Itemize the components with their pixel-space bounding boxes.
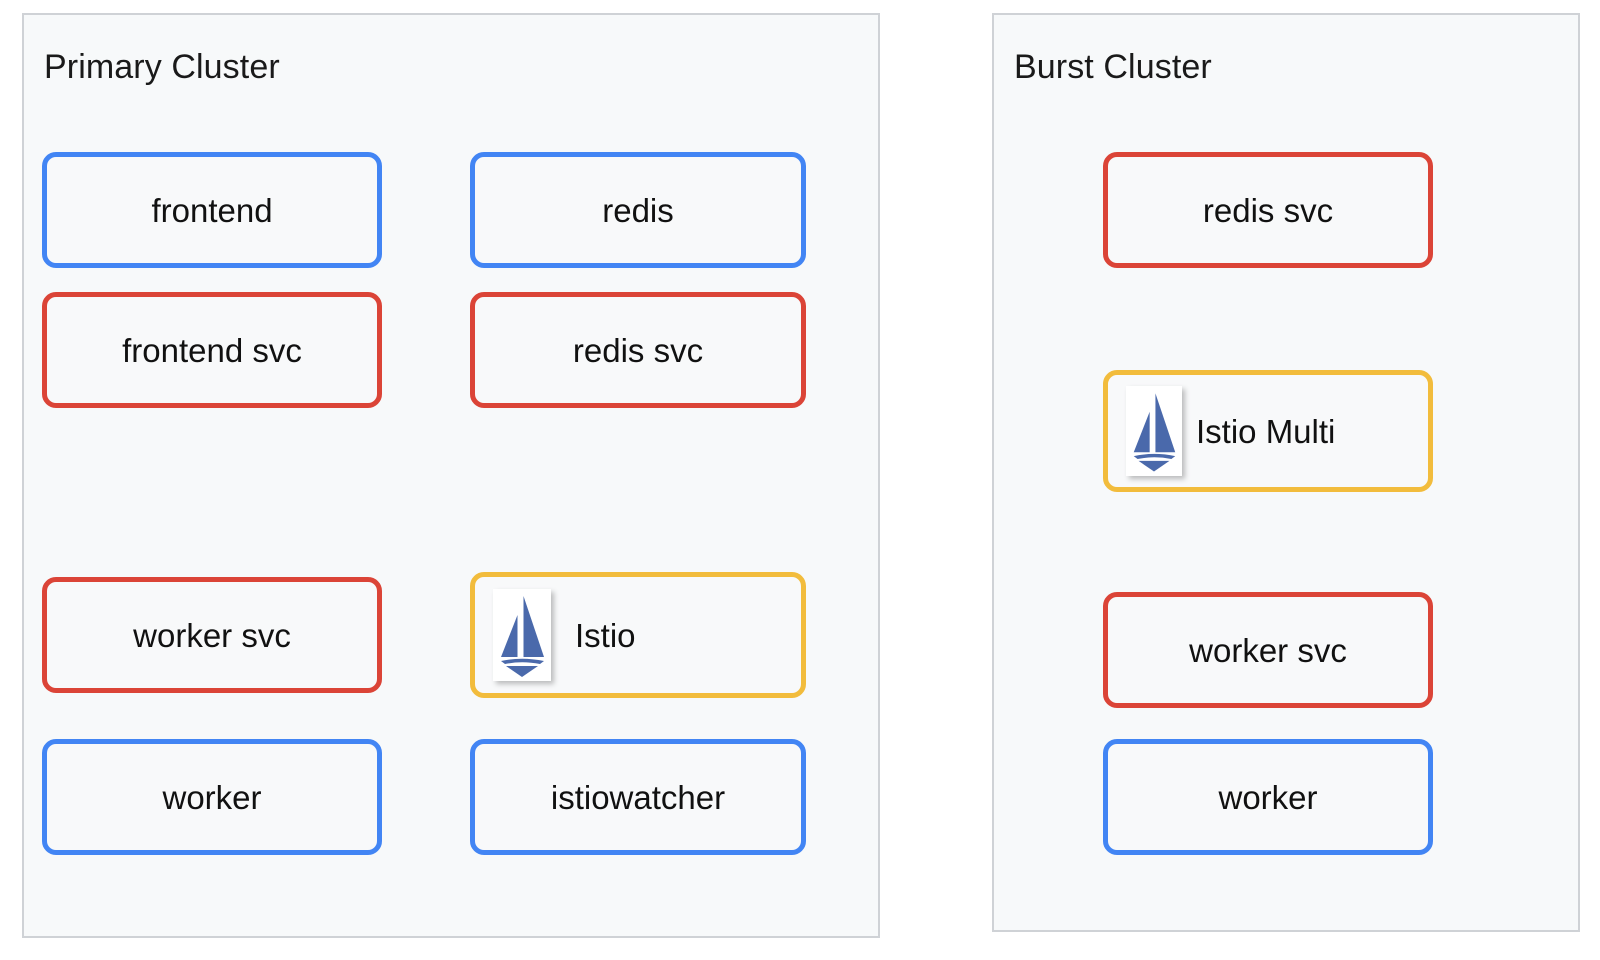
node-worker-svc[interactable]: worker svc [42,577,382,693]
node-label-burst-worker-svc: worker svc [1189,631,1347,669]
node-label-istio: Istio [575,616,636,654]
node-istio[interactable]: Istio [470,572,806,698]
istio-sailboat-icon [1126,386,1182,476]
node-frontend[interactable]: frontend [42,152,382,268]
node-label-burst-istio-multi: Istio Multi [1196,412,1336,450]
node-label-burst-worker: worker [1218,778,1318,816]
node-label-redis: redis [602,191,674,229]
cluster-title-primary: Primary Cluster [44,48,280,86]
node-label-istiowatcher: istiowatcher [550,778,726,816]
node-burst-istio-multi[interactable]: Istio Multi [1103,370,1433,492]
node-label-burst-redis-svc: redis svc [1202,191,1334,229]
node-label-frontend: frontend [151,191,273,229]
cluster-title-burst: Burst Cluster [1014,48,1212,86]
istio-sailboat-icon [493,589,551,681]
node-frontend-svc[interactable]: frontend svc [42,292,382,408]
node-label-worker-svc: worker svc [133,616,291,654]
node-worker[interactable]: worker [42,739,382,855]
node-istiowatcher[interactable]: istiowatcher [470,739,806,855]
node-redis-svc[interactable]: redis svc [470,292,806,408]
node-label-redis-svc: redis svc [572,331,704,369]
node-redis[interactable]: redis [470,152,806,268]
node-label-worker: worker [162,778,262,816]
node-burst-worker[interactable]: worker [1103,739,1433,855]
node-burst-worker-svc[interactable]: worker svc [1103,592,1433,708]
node-burst-redis-svc[interactable]: redis svc [1103,152,1433,268]
node-label-frontend-svc: frontend svc [122,331,302,369]
